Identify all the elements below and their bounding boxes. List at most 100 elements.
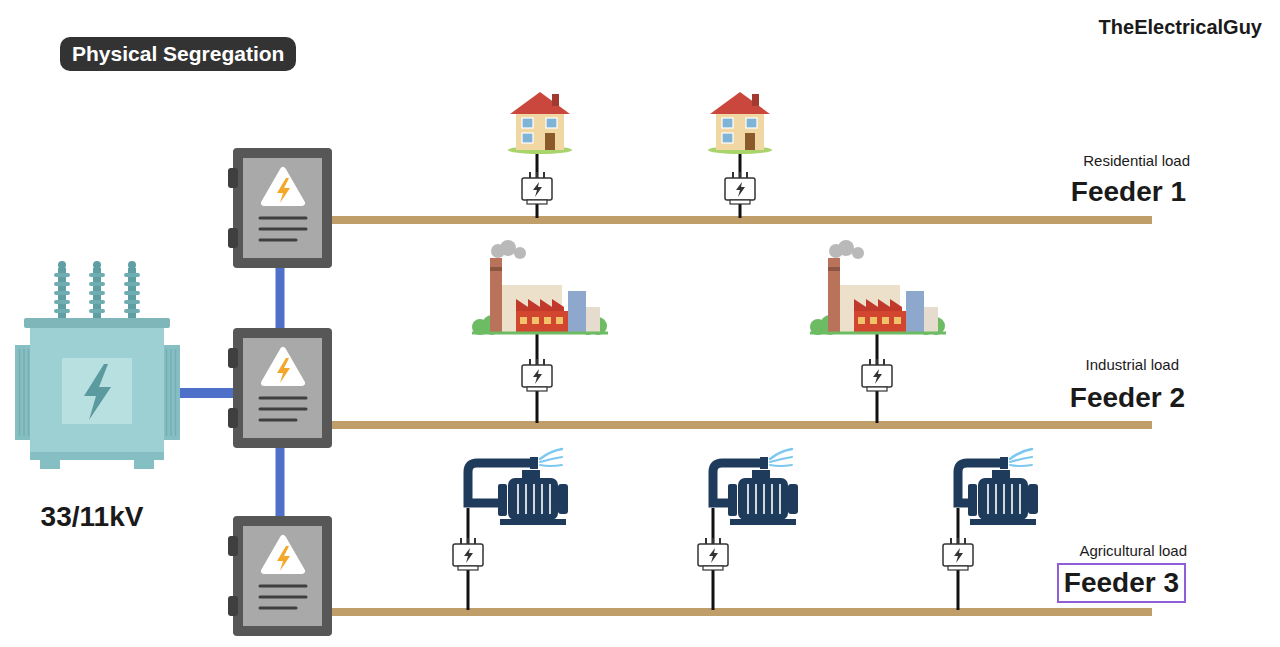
- tx-bushing: [732, 172, 734, 178]
- bus-wire: [178, 388, 236, 398]
- tx-base: [730, 200, 750, 204]
- cooling-fin: [995, 484, 997, 514]
- panel-vent: [260, 397, 306, 400]
- motor-cap: [558, 484, 568, 514]
- house-roof: [710, 92, 770, 114]
- fin-stripe: [23, 349, 25, 436]
- bushing-disc: [124, 309, 140, 313]
- panel-door: [243, 526, 322, 626]
- cooling-fin: [779, 484, 781, 514]
- house-icon: [508, 92, 572, 154]
- nameplate: [62, 358, 132, 424]
- cooling-fin: [533, 484, 535, 514]
- motor-body: [978, 478, 1028, 520]
- load-type: Residential load: [1083, 152, 1190, 169]
- stack-band: [490, 267, 502, 271]
- tx-bushing: [876, 359, 878, 365]
- bushing-disc: [89, 309, 105, 313]
- distribution-transformer: [725, 150, 755, 218]
- tx-base: [527, 200, 547, 204]
- bushing-disc: [89, 282, 105, 286]
- factory-window: [894, 317, 901, 324]
- panel-hinge: [228, 596, 238, 616]
- factory-icon: [472, 240, 608, 335]
- distribution-transformer: [862, 333, 892, 423]
- panel-frame: [233, 148, 332, 268]
- tx-bushing: [529, 172, 531, 178]
- bushing-disc: [124, 273, 140, 277]
- cooling-fin: [763, 484, 765, 514]
- panel-vent: [260, 228, 306, 231]
- motor-box: [522, 470, 540, 479]
- cooling-fin: [541, 484, 543, 514]
- motor-body: [508, 478, 558, 520]
- house-window: [522, 133, 533, 143]
- smoke: [500, 240, 516, 256]
- panel-frame: [233, 516, 332, 636]
- warning-bolt: [277, 178, 290, 203]
- house-roof: [510, 92, 570, 114]
- feeder-name: Feeder 1: [1071, 176, 1186, 208]
- water-pump-icon: [468, 449, 568, 525]
- tx-bolt: [464, 548, 473, 563]
- house-door: [545, 133, 555, 150]
- feeder-line: [330, 421, 1152, 429]
- tx-bolt: [736, 182, 745, 197]
- smoke: [852, 247, 864, 259]
- bushing-disc: [89, 291, 105, 295]
- warning-triangle: [264, 350, 302, 383]
- cooling-fin: [549, 484, 551, 514]
- panel-hinge: [228, 228, 238, 248]
- water-spray: [540, 457, 562, 462]
- pump-base: [500, 519, 566, 525]
- cooling-fin: [755, 484, 757, 514]
- house-window: [746, 118, 757, 128]
- bushing-cap: [93, 261, 101, 269]
- panel-vent: [260, 607, 296, 610]
- tx-bolt: [533, 369, 542, 384]
- pump-base: [730, 519, 796, 525]
- tx-body: [862, 365, 892, 387]
- factory-window: [882, 317, 889, 324]
- ground-line: [810, 332, 946, 335]
- tx-base: [527, 387, 547, 391]
- pump-nozzle: [1000, 457, 1008, 469]
- tx-bolt: [873, 369, 882, 384]
- water-spray: [1010, 465, 1032, 466]
- tx-bushing: [536, 359, 538, 365]
- house-window: [522, 118, 533, 128]
- panel-hinge: [228, 168, 238, 188]
- cooling-fin: [1003, 484, 1005, 514]
- tx-bushing: [964, 538, 966, 544]
- tx-body: [453, 544, 483, 566]
- tx-bushing: [467, 538, 469, 544]
- house-door: [745, 133, 755, 150]
- fin-stripe: [19, 349, 21, 436]
- pump-nozzle: [760, 457, 768, 469]
- panel-door: [243, 158, 322, 258]
- smokestack: [490, 258, 502, 333]
- bushing-disc: [54, 300, 70, 304]
- load-type: Industrial load: [1086, 356, 1179, 373]
- tx-bushing: [536, 172, 538, 178]
- chimney: [552, 94, 559, 106]
- pump-base: [970, 519, 1036, 525]
- pump-flange: [498, 484, 507, 516]
- bushing-disc: [124, 282, 140, 286]
- smoke: [838, 240, 854, 256]
- tx-body: [698, 544, 728, 566]
- storage-tank: [586, 307, 600, 333]
- house-window: [722, 133, 733, 143]
- fin-stripe: [175, 349, 177, 436]
- distribution-transformer: [943, 508, 973, 610]
- warning-bolt: [277, 546, 290, 571]
- bushing-disc: [89, 273, 105, 277]
- stack-band: [828, 267, 840, 271]
- title-pill: Physical Segregation: [60, 37, 296, 71]
- panel-frame: [233, 328, 332, 448]
- tx-bushing: [719, 538, 721, 544]
- house-wall: [516, 112, 564, 150]
- tx-bushing: [869, 359, 871, 365]
- fin-stripe: [170, 349, 172, 436]
